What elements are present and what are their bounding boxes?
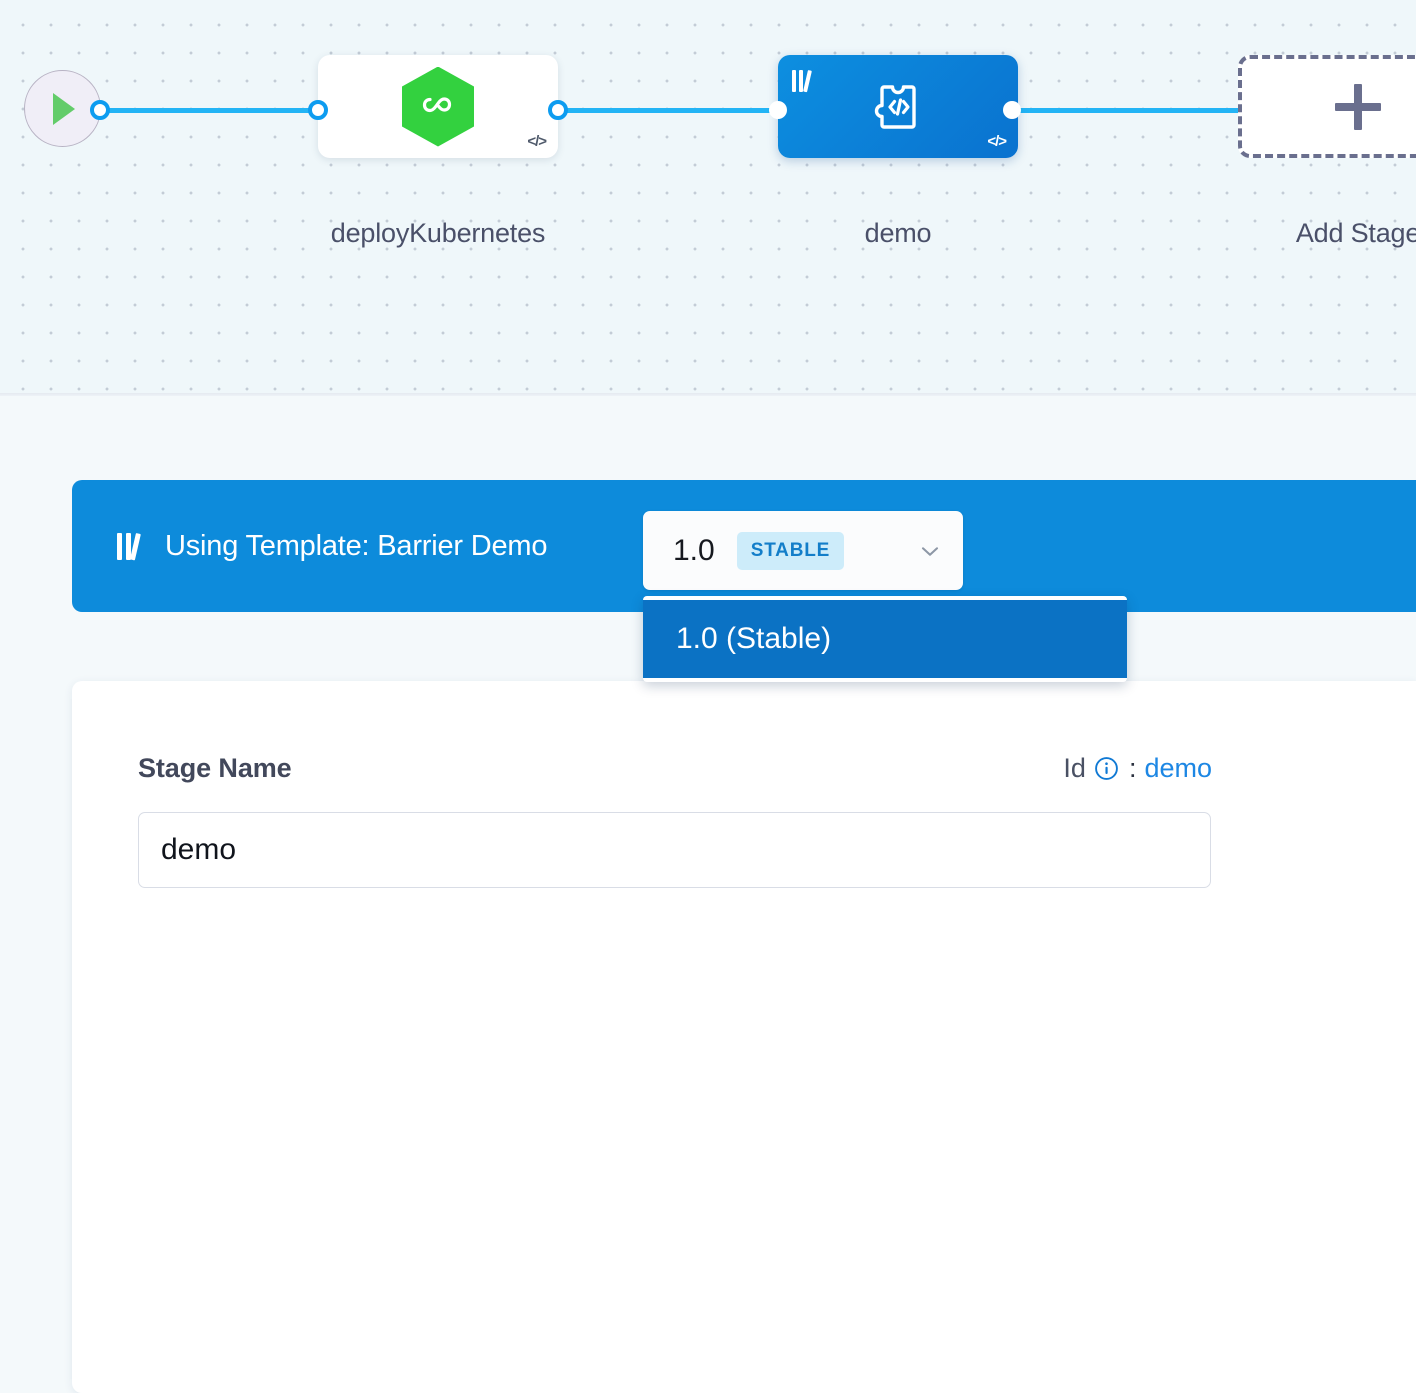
stage-label-demo: demo xyxy=(864,218,932,248)
chevron-down-icon[interactable] xyxy=(917,538,943,564)
deploy-kubernetes-output-port[interactable] xyxy=(548,100,568,120)
stage-details-card: Stage Name Id : demo xyxy=(72,681,1416,1393)
harness-cd-hexagon-icon xyxy=(402,66,474,147)
start-node-output-port[interactable] xyxy=(90,100,110,120)
stage-node-deploy-kubernetes[interactable]: </> xyxy=(318,55,558,158)
using-template-text: Using Template: Barrier Demo xyxy=(165,529,548,562)
connector-demo-to-addstage xyxy=(1005,108,1255,113)
stage-label-deploy-kubernetes: deployKubernetes xyxy=(330,218,546,248)
canvas-panel-divider xyxy=(0,393,1416,396)
status-badge-stable: STABLE xyxy=(736,531,845,570)
plus-icon xyxy=(1335,83,1381,130)
demo-input-port[interactable] xyxy=(769,101,787,119)
stage-name-input[interactable]: demo xyxy=(138,812,1211,888)
stage-details-panel: Stage Name Id : demo Using Templa xyxy=(0,396,1416,1393)
template-version-select[interactable]: 1.0 STABLE xyxy=(643,511,963,590)
yaml-code-badge-icon: </> xyxy=(527,133,547,150)
pipeline-canvas[interactable]: </> deployKubernetes </> demo Add Stage xyxy=(0,0,1416,393)
stage-name-label: Stage Name xyxy=(138,753,292,783)
connector-start-to-deploy xyxy=(100,108,330,113)
add-stage-node[interactable] xyxy=(1238,55,1416,158)
yaml-code-badge-icon: </> xyxy=(987,133,1007,150)
version-option-1-0-stable[interactable]: 1.0 (Stable) xyxy=(643,600,1127,678)
add-stage-label: Add Stage xyxy=(1295,218,1416,248)
template-library-icon xyxy=(117,531,147,561)
custom-stage-puzzle-icon xyxy=(866,75,930,139)
stage-name-field-header: Stage Name Id : demo xyxy=(138,753,1212,784)
play-icon xyxy=(53,93,75,125)
template-version-dropdown-menu[interactable]: 1.0 (Stable) xyxy=(643,596,1127,682)
stage-id-group: Id : demo xyxy=(1063,753,1212,784)
id-separator: : xyxy=(1128,753,1137,783)
stage-node-demo[interactable]: </> xyxy=(778,55,1018,158)
pipeline-start-node[interactable] xyxy=(24,70,101,147)
deploy-kubernetes-input-port[interactable] xyxy=(308,100,328,120)
stage-id-value[interactable]: demo xyxy=(1144,753,1212,783)
demo-output-port[interactable] xyxy=(1003,101,1021,119)
template-version-value: 1.0 xyxy=(673,533,715,567)
id-label: Id xyxy=(1063,753,1086,783)
info-icon[interactable] xyxy=(1094,756,1119,781)
connector-deploy-to-demo xyxy=(548,108,788,113)
template-library-icon xyxy=(792,68,818,94)
